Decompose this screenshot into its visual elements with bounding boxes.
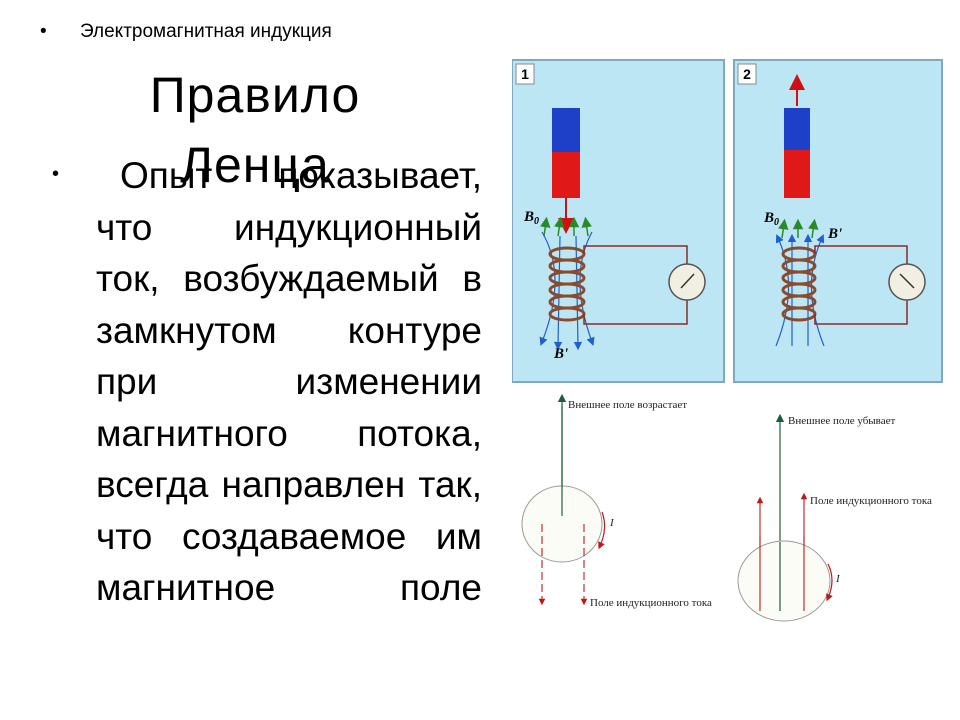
magnet-2-south-pole: [784, 150, 810, 198]
vector-b0-label: B0: [523, 209, 539, 227]
body-text: Опыт показывает, что индукционный ток, в…: [96, 150, 482, 614]
field-rising-diagram: Внешнее поле возрастает I Поле индукцион…: [521, 393, 712, 609]
magnet-south-pole: [552, 152, 580, 198]
vector-b0-label-2: B0: [763, 210, 779, 228]
label-external-field-falling: Внешнее поле убывает: [788, 415, 895, 427]
panel-1-number: 1: [521, 66, 529, 82]
current-label-rising: I: [609, 517, 615, 529]
slide-title: Правило Ленца: [149, 67, 361, 193]
panel-1: 1 B0 B': [512, 59, 725, 383]
panel-2: 2 B0 B': [733, 59, 943, 383]
label-induced-field-2: Поле индукционного тока: [810, 495, 932, 507]
body-paragraph: Опыт показывает, что индукционный ток, в…: [96, 155, 482, 608]
label-external-field-rising: Внешнее поле возрастает: [568, 399, 687, 411]
lenz-rule-diagram: 1 B0 B' 2 B0: [512, 59, 943, 622]
vector-b-induced-1: B': [553, 346, 568, 362]
panel-2-number: 2: [743, 66, 751, 82]
current-label-falling: I: [835, 573, 841, 585]
topic-line: • Электромагнитная индукция: [40, 18, 332, 46]
magnet-north-pole: [552, 108, 580, 152]
body-bullet: •: [52, 163, 60, 185]
label-induced-field-1: Поле индукционного тока: [590, 597, 712, 609]
field-falling-diagram: Внешнее поле убывает Поле индукционного …: [737, 413, 932, 622]
vector-b-induced-2: B': [827, 226, 842, 242]
magnet-2-north-pole: [784, 108, 810, 150]
topic-text: Электромагнитная индукция: [80, 21, 332, 42]
topic-bullet: •: [40, 21, 47, 42]
